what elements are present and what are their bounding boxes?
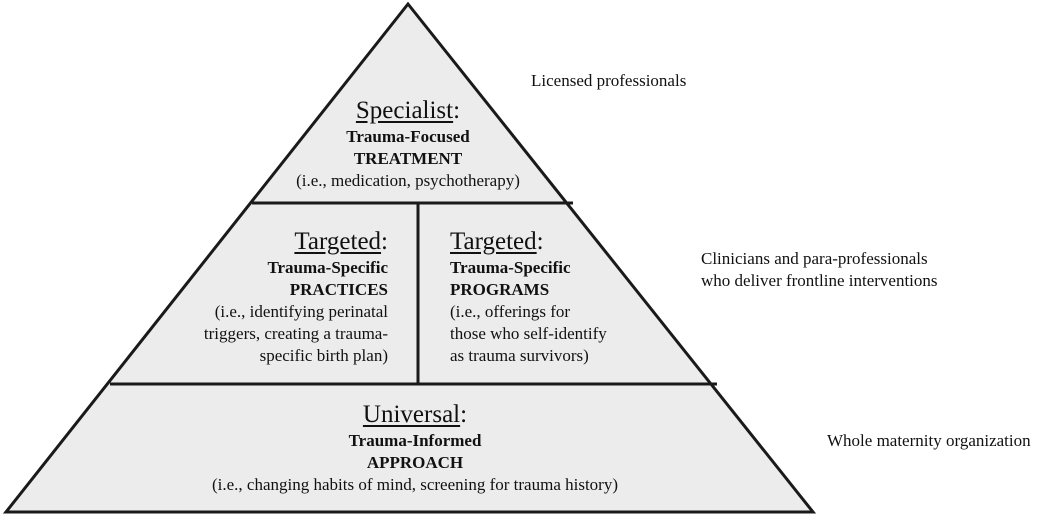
tier-practices-line1: Trauma-Specific — [267, 257, 388, 277]
tier-universal-line1: Trauma-Informed — [348, 430, 482, 450]
tier-practices-line2: PRACTICES — [289, 279, 388, 299]
tier-specialist-line1: Trauma-Focused — [346, 126, 470, 146]
tier-programs-line1: Trauma-Specific — [450, 257, 571, 277]
tier-practices-heading: Targeted: — [294, 228, 388, 255]
side-label-middle: Clinicians and para-professionals who de… — [701, 248, 938, 292]
tier-universal-heading: Universal: — [362, 401, 468, 428]
tier-specialist-line2: TREATMENT — [353, 148, 463, 168]
tier-specialist-heading: Specialist: — [355, 97, 461, 124]
side-label-middle-line2: who deliver frontline interventions — [701, 271, 938, 291]
tier-targeted-programs: Targeted: Trauma-Specific PROGRAMS (i.e.… — [450, 228, 670, 367]
tier-practices-desc2: triggers, creating a trauma- — [203, 324, 388, 344]
tier-programs-heading: Targeted: — [450, 228, 544, 255]
side-label-bottom: Whole maternity organization — [827, 431, 1031, 450]
tier-specialist-desc: (i.e., medication, psychotherapy) — [296, 170, 520, 190]
tier-programs-desc2: those who self-identify — [450, 324, 607, 344]
tier-universal: Universal: Trauma-Informed APPROACH (i.e… — [150, 401, 680, 496]
tier-programs-desc3: as trauma survivors) — [450, 346, 589, 366]
tier-programs-desc1: (i.e., offerings for — [450, 301, 571, 321]
tier-practices-desc1: (i.e., identifying perinatal — [214, 301, 388, 321]
tier-targeted-practices: Targeted: Trauma-Specific PRACTICES (i.e… — [180, 228, 388, 367]
tier-specialist: Specialist: Trauma-Focused TREATMENT (i.… — [258, 97, 558, 192]
tier-programs-line2: PROGRAMS — [450, 279, 550, 299]
tier-universal-line2: APPROACH — [366, 452, 464, 472]
side-label-top: Licensed professionals — [531, 71, 687, 90]
tier-practices-desc3: specific birth plan) — [259, 346, 388, 366]
side-label-middle-line1: Clinicians and para-professionals — [701, 249, 928, 268]
tier-universal-desc: (i.e., changing habits of mind, screenin… — [212, 474, 618, 494]
